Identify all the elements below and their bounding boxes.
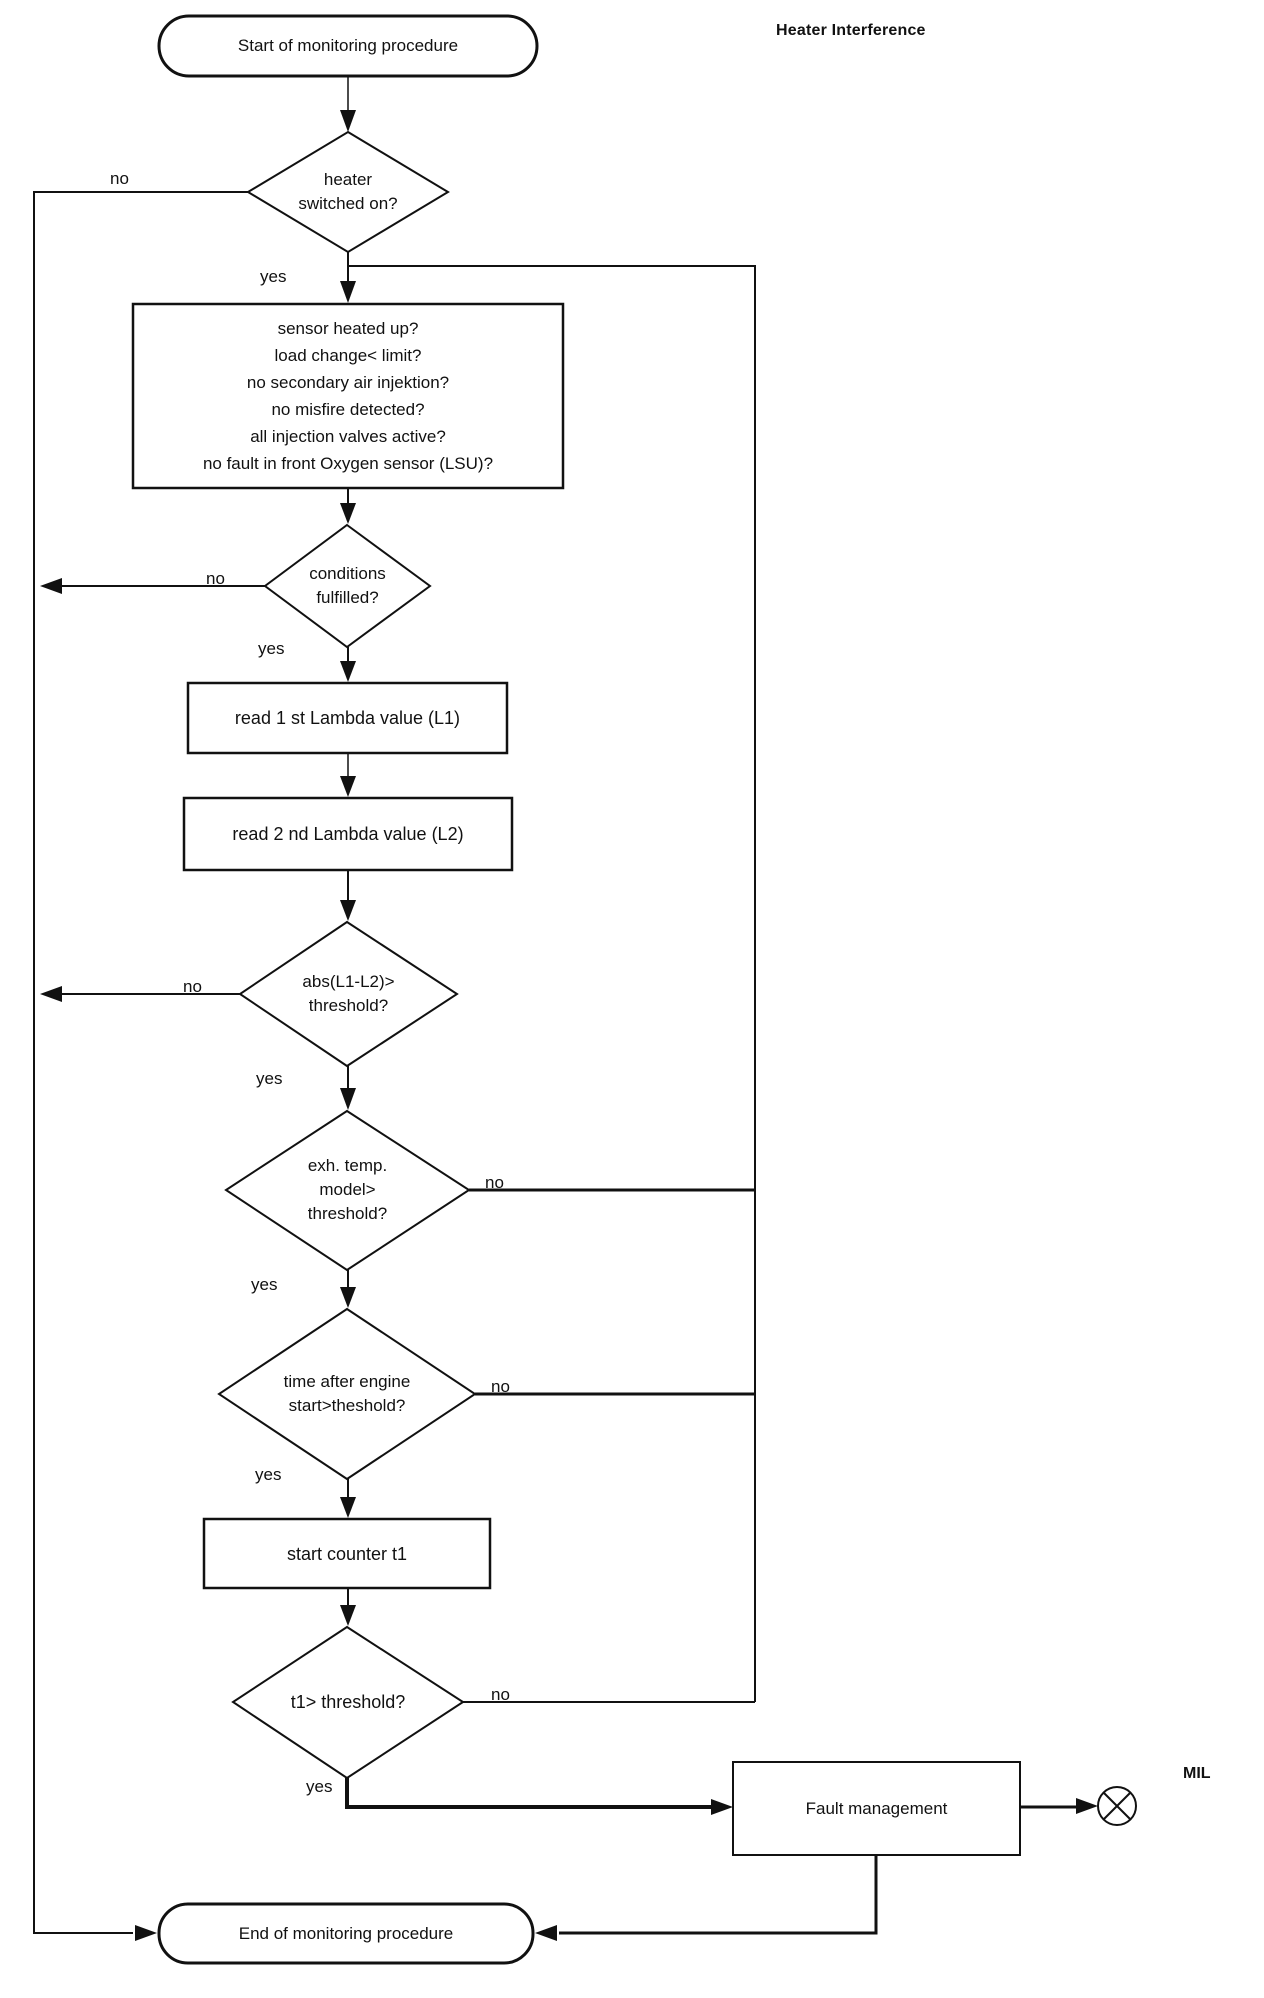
branch-label-yes-abs: yes xyxy=(256,1069,283,1088)
branch-label-no-exh: no xyxy=(485,1173,504,1192)
mil-lamp-icon xyxy=(1097,1786,1137,1826)
branch-label-no-heater: no xyxy=(110,169,129,188)
decision-conditions-label: conditions fulfilled? xyxy=(309,564,386,607)
start-terminator-shape xyxy=(157,14,539,78)
branch-label-yes-time: yes xyxy=(255,1465,282,1484)
read-l2-shape xyxy=(182,796,514,872)
start-terminator-label: Start of monitoring procedure xyxy=(237,36,459,55)
branch-label-no-time: no xyxy=(491,1377,510,1396)
decision-t1-shape xyxy=(231,1625,465,1780)
decision-abs-label: abs(L1-L2)> threshold? xyxy=(302,972,395,1015)
read-l1-label: read 1 st Lambda value (L1) xyxy=(234,708,461,728)
decision-t1-label: t1> threshold? xyxy=(290,1692,406,1712)
decision-abs-shape xyxy=(238,920,459,1068)
fault-management-label: Fault management xyxy=(805,1798,948,1818)
decision-conditions-shape xyxy=(263,523,432,649)
branch-label-yes-conditions: yes xyxy=(258,639,285,658)
read-l2-label: read 2 nd Lambda value (L2) xyxy=(232,824,464,844)
mil-label: MIL xyxy=(1183,1765,1211,1782)
arrowheads xyxy=(40,110,1098,1941)
start-counter-label: start counter t1 xyxy=(286,1543,408,1564)
branch-label-no-abs: no xyxy=(183,977,202,996)
branch-label-yes-t1: yes xyxy=(306,1777,333,1796)
decision-exh-temp-shape xyxy=(224,1109,471,1272)
end-terminator-shape xyxy=(157,1902,535,1965)
decision-heater-shape xyxy=(246,130,450,254)
decision-exh-temp-label: exh. temp. model> threshold? xyxy=(307,1156,388,1223)
start-counter-shape xyxy=(202,1517,492,1590)
decision-time-shape xyxy=(217,1307,477,1481)
read-l1-shape xyxy=(186,681,509,755)
end-terminator-label: End of monitoring procedure xyxy=(238,1923,454,1943)
branch-label-no-conditions: no xyxy=(206,569,225,588)
decision-heater-label: heater switched on? xyxy=(298,170,398,213)
precondition-box-shape xyxy=(131,302,565,490)
branch-label-yes-exh: yes xyxy=(251,1275,278,1294)
fault-management-shape xyxy=(732,1761,1021,1856)
page-title: Heater Interference xyxy=(776,22,926,39)
branch-label-no-t1: no xyxy=(491,1685,510,1704)
branch-label-yes-heater: yes xyxy=(260,267,287,286)
precondition-box-label: sensor heated up? load change< limit? no… xyxy=(202,319,494,473)
decision-time-label: time after engine start>theshold? xyxy=(283,1372,411,1415)
